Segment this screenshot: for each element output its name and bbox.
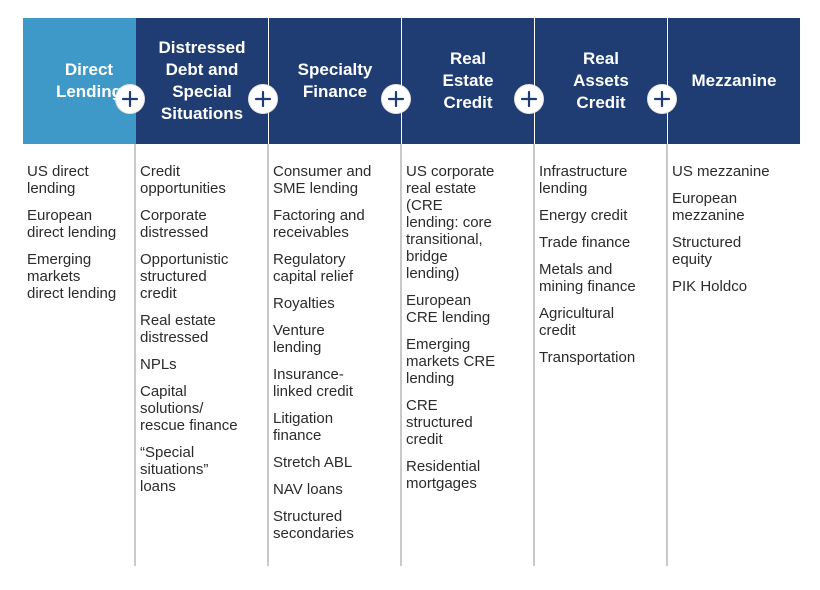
list-item: Transportation bbox=[539, 349, 636, 366]
list-item: Royalties bbox=[273, 295, 335, 312]
list-item: European mezzanine bbox=[672, 190, 745, 224]
plus-icon bbox=[648, 85, 676, 113]
column-divider bbox=[267, 144, 269, 566]
list-item: Venture lending bbox=[273, 322, 325, 356]
plus-icon bbox=[116, 85, 144, 113]
column-real-estate-credit: Real Estate Credit US corporate real est… bbox=[400, 18, 534, 566]
list-item: US direct lending bbox=[27, 163, 89, 197]
list-item: Metals and mining finance bbox=[539, 261, 636, 295]
list-item: US mezzanine bbox=[672, 163, 770, 180]
list-item: Trade finance bbox=[539, 234, 631, 251]
plus-icon bbox=[382, 85, 410, 113]
list-item: NAV loans bbox=[273, 481, 343, 498]
column-specialty-finance: Specialty Finance Consumer and SME lendi… bbox=[267, 18, 401, 566]
list-item: US corporate real estate (CRE lending: c… bbox=[406, 163, 495, 282]
column-direct-lending: Direct Lending US direct lending Europea… bbox=[23, 18, 155, 566]
list-item: Opportunistic structured credit bbox=[140, 251, 229, 302]
item-list: US direct lending European direct lendin… bbox=[27, 163, 151, 312]
credit-strategy-diagram: Direct Lending US direct lending Europea… bbox=[23, 18, 800, 566]
list-item: Credit opportunities bbox=[140, 163, 226, 197]
plus-icon bbox=[515, 85, 543, 113]
column-distressed-debt: Distressed Debt and Special Situations C… bbox=[134, 18, 268, 566]
item-list: Credit opportunities Corporate distresse… bbox=[140, 163, 264, 505]
list-item: Structured secondaries bbox=[273, 508, 354, 542]
column-header: Direct Lending bbox=[23, 18, 155, 144]
list-item: Agricultural credit bbox=[539, 305, 615, 339]
column-divider bbox=[400, 144, 402, 566]
item-list: US corporate real estate (CRE lending: c… bbox=[406, 163, 530, 502]
column-header: Specialty Finance bbox=[269, 18, 401, 144]
list-item: European CRE lending bbox=[406, 292, 491, 326]
column-divider bbox=[134, 144, 136, 566]
column-real-assets-credit: Real Assets Credit Infrastructure lendin… bbox=[533, 18, 667, 566]
list-item: Factoring and receivables bbox=[273, 207, 365, 241]
item-list: Consumer and SME lending Factoring and r… bbox=[273, 163, 397, 552]
list-item: Litigation finance bbox=[273, 410, 334, 444]
list-item: Capital solutions/ rescue finance bbox=[140, 383, 238, 434]
list-item: Corporate distressed bbox=[140, 207, 209, 241]
item-list: Infrastructure lending Energy credit Tra… bbox=[539, 163, 663, 376]
list-item: Stretch ABL bbox=[273, 454, 353, 471]
list-item: PIK Holdco bbox=[672, 278, 748, 295]
list-item: Emerging markets direct lending bbox=[27, 251, 117, 302]
column-divider bbox=[533, 144, 535, 566]
column-header: Distressed Debt and Special Situations bbox=[136, 18, 268, 144]
list-item: Real estate distressed bbox=[140, 312, 216, 346]
list-item: Infrastructure lending bbox=[539, 163, 628, 197]
list-item: Energy credit bbox=[539, 207, 628, 224]
column-mezzanine: Mezzanine US mezzanine European mezzanin… bbox=[666, 18, 800, 566]
list-item: European direct lending bbox=[27, 207, 117, 241]
list-item: Regulatory capital relief bbox=[273, 251, 354, 285]
column-header: Mezzanine bbox=[668, 18, 800, 144]
list-item: CRE structured credit bbox=[406, 397, 473, 448]
list-item: Insurance- linked credit bbox=[273, 366, 354, 400]
plus-icon bbox=[249, 85, 277, 113]
column-divider bbox=[666, 144, 668, 566]
list-item: NPLs bbox=[140, 356, 177, 373]
column-header: Real Estate Credit bbox=[402, 18, 534, 144]
list-item: Residential mortgages bbox=[406, 458, 481, 492]
list-item: Consumer and SME lending bbox=[273, 163, 372, 197]
column-header: Real Assets Credit bbox=[535, 18, 667, 144]
list-item: Emerging markets CRE lending bbox=[406, 336, 496, 387]
list-item: “Special situations” loans bbox=[140, 444, 209, 495]
item-list: US mezzanine European mezzanine Structur… bbox=[672, 163, 796, 305]
list-item: Structured equity bbox=[672, 234, 742, 268]
